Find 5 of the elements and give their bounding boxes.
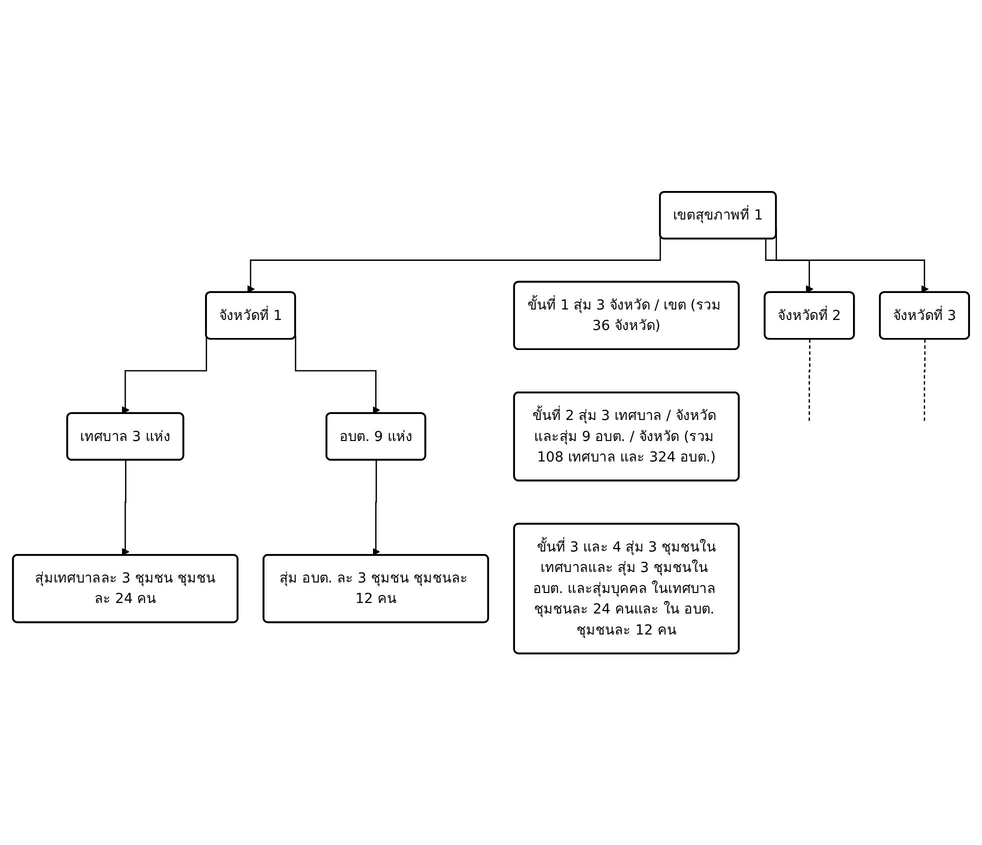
arrow: [122, 460, 130, 556]
arrow: [765, 238, 814, 293]
arrow: [122, 335, 208, 414]
arrow: [294, 335, 380, 414]
arrow: [372, 460, 380, 556]
